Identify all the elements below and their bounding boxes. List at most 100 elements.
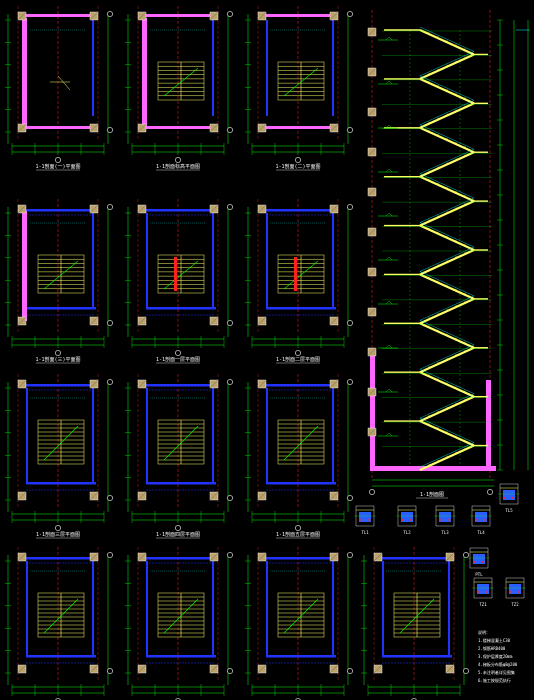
stair-flight-section xyxy=(382,222,492,252)
level-triangle xyxy=(385,432,393,437)
side-wall xyxy=(26,388,28,484)
section-column xyxy=(367,27,377,37)
floor-plan-p5: 1-1剖面一层平面图 xyxy=(125,199,233,364)
stair-tread xyxy=(57,75,71,91)
detail-label: PTL xyxy=(475,572,483,577)
plan-title: 1-1剖面(一)平面图 xyxy=(35,163,80,170)
note-line: 说明： xyxy=(478,629,490,635)
rebar-dot xyxy=(476,519,478,521)
column-block xyxy=(329,552,339,562)
column-block xyxy=(373,664,383,674)
column-block xyxy=(257,204,267,214)
column-block xyxy=(17,379,27,389)
grid-bubble xyxy=(175,350,181,356)
note-line: 5.未注明者详见图集 xyxy=(478,669,515,675)
level-triangle xyxy=(385,168,393,173)
column-block xyxy=(329,379,339,389)
side-wall xyxy=(266,388,268,484)
section-column xyxy=(367,307,377,317)
detail-label: TL4 xyxy=(477,530,485,535)
floor-plan-p7: 1-1剖面三层平面图 xyxy=(5,374,113,539)
detail-label: TL2 xyxy=(403,530,411,535)
top-wall xyxy=(146,14,218,17)
column-block xyxy=(257,491,267,501)
note-line: 4.梯板分布筋φ8@200 xyxy=(478,661,518,667)
side-wall xyxy=(266,561,268,657)
general-notes: 说明：1.楼梯混凝土C302.钢筋HRB4003.保护层厚度20mm4.梯板分布… xyxy=(478,629,518,683)
grid-bubble xyxy=(107,11,113,17)
column-block xyxy=(89,11,99,21)
bottom-wall xyxy=(26,655,96,658)
top-wall xyxy=(146,209,216,212)
plan-title: 1-1剖面三层平面图 xyxy=(36,531,80,538)
plan-title: 1-1剖面五层平面图 xyxy=(276,531,320,538)
floor-plan-p4: 1-1剖面(三)平面图 xyxy=(5,199,113,364)
bottom-wall xyxy=(266,655,336,658)
column-block xyxy=(89,491,99,501)
detail-d8: TZ2 xyxy=(504,577,526,607)
detail-d5: TL5 xyxy=(498,483,520,513)
column-block xyxy=(137,552,147,562)
floor-plan-p6: 1-1剖面二层平面图 xyxy=(245,199,353,364)
top-wall xyxy=(266,209,336,212)
grid-bubble xyxy=(107,127,113,133)
side-wall xyxy=(266,20,268,116)
column-block xyxy=(329,316,339,326)
column-block xyxy=(209,664,219,674)
note-line: 6.施工按规范执行 xyxy=(478,677,511,683)
stair-arrow xyxy=(163,260,199,290)
grid-bubble xyxy=(227,11,233,17)
section-column xyxy=(367,67,377,77)
grid-bubble xyxy=(227,668,233,674)
grid-bubble xyxy=(227,379,233,385)
bottom-wall xyxy=(146,482,216,485)
column-block xyxy=(373,552,383,562)
stair-arrow xyxy=(163,67,199,97)
stair-flight-section xyxy=(382,320,492,349)
grid-bubble xyxy=(107,320,113,326)
stair-section: 1-1剖面图 xyxy=(367,10,530,499)
level-triangle xyxy=(385,388,393,393)
stair-arrow xyxy=(163,425,199,461)
stair-arrow xyxy=(399,598,435,634)
column-block xyxy=(17,664,27,674)
level-triangle xyxy=(385,80,393,85)
stair-flight-section xyxy=(382,75,492,105)
level-triangle xyxy=(385,300,393,305)
section-slab xyxy=(370,466,496,471)
grid-bubble xyxy=(369,489,375,495)
column-block xyxy=(89,316,99,326)
stair-flight-section xyxy=(382,51,492,80)
floor-plan-p1: 1-1剖面(一)平面图 xyxy=(5,6,113,171)
rebar-dot xyxy=(510,591,512,593)
stair-arrow xyxy=(163,598,199,634)
detail-d4: TL4 xyxy=(470,505,492,535)
level-triangle xyxy=(385,344,393,349)
rebar-dot xyxy=(368,519,370,521)
column-block xyxy=(89,379,99,389)
grid-bubble xyxy=(347,320,353,326)
column-block xyxy=(89,123,99,133)
rebar-dot xyxy=(482,561,484,563)
column-block xyxy=(209,204,219,214)
stair-arrow xyxy=(283,260,319,290)
note-line: 2.钢筋HRB400 xyxy=(478,645,506,651)
side-wall xyxy=(26,561,28,657)
section-column xyxy=(367,387,377,397)
column-block xyxy=(257,123,267,133)
grid-bubble xyxy=(107,552,113,558)
top-wall xyxy=(26,209,96,212)
grid-bubble xyxy=(107,204,113,210)
stair-flight-section xyxy=(382,149,492,178)
detail-d6: PTL xyxy=(468,547,490,577)
grid-bubble xyxy=(227,552,233,558)
rebar-dot xyxy=(448,519,450,521)
column-block xyxy=(137,316,147,326)
grid-bubble xyxy=(295,157,301,163)
rebar-dot xyxy=(484,519,486,521)
column-block xyxy=(209,123,219,133)
stair-flight-section xyxy=(382,344,492,374)
column-block xyxy=(329,11,339,21)
column-block xyxy=(137,11,147,21)
